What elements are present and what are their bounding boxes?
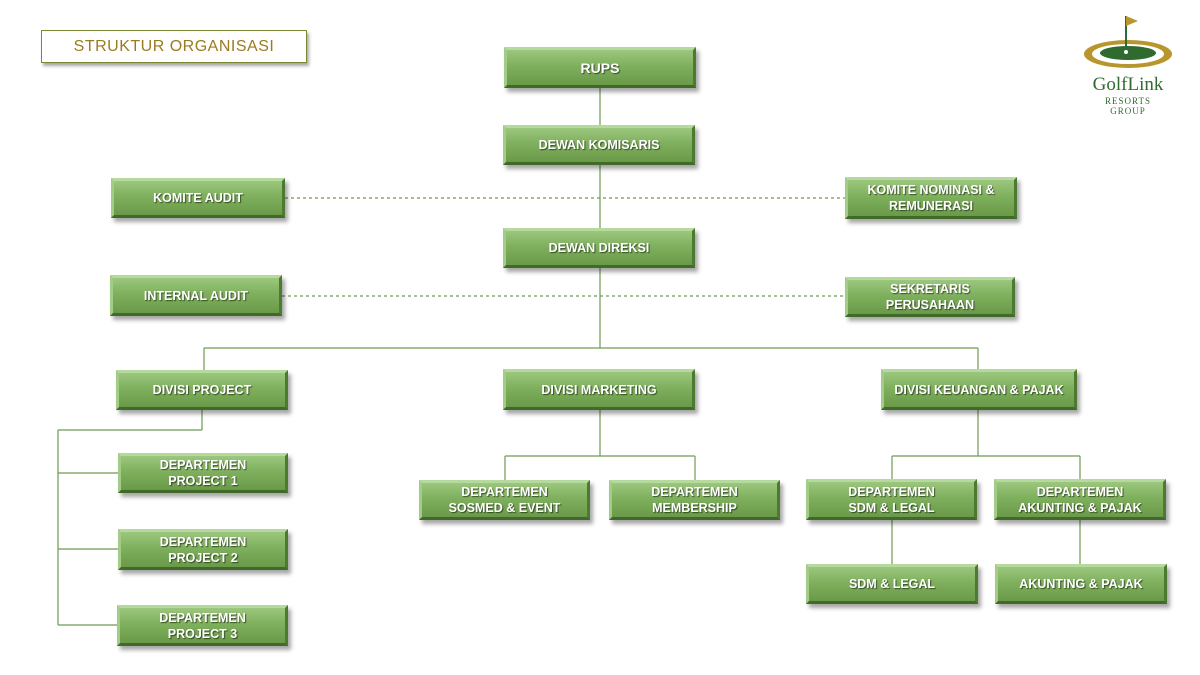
node-dewan-komisaris: DEWAN KOMISARIS [503, 125, 695, 165]
node-label-line1: DEPARTEMEN [651, 485, 738, 499]
node-label-line1: DEPARTEMEN [848, 484, 935, 499]
golflink-logo: GolfLink RESORTS GROUP [1078, 12, 1178, 116]
node-label-line2: PROJECT 2 [168, 550, 238, 565]
node-label-line1: KOMITE NOMINASI & [867, 183, 995, 197]
node-label: AKUNTING & PAJAK [1019, 577, 1143, 591]
node-label: INTERNAL AUDIT [143, 288, 249, 303]
node-label-line2: MEMBERSHIP [652, 501, 737, 515]
node-label-line1: DEPARTEMEN [159, 458, 247, 472]
node-label: SEKRETARIS PERUSAHAAN [885, 282, 975, 312]
node-label: DEWAN DIREKSI [548, 241, 650, 255]
node-sekretaris-perusahaan: SEKRETARIS PERUSAHAAN [845, 277, 1015, 317]
node-komite-audit: KOMITE AUDIT [111, 178, 285, 218]
page-title: STRUKTUR ORGANISASI [41, 30, 307, 63]
node-dewan-direksi: DEWAN DIREKSI [503, 228, 695, 268]
node-sdm-legal: SDM & LEGAL [806, 564, 978, 604]
node-label: DIVISI KEUANGAN & PAJAK [894, 382, 1064, 397]
node-label-line2: PROJECT 1 [168, 474, 238, 488]
node-label-line1: DEPARTEMEN [159, 534, 247, 549]
node-divisi-marketing: DIVISI MARKETING [503, 369, 695, 410]
node-label-line2: PROJECT 3 [167, 626, 238, 641]
node-label-line1: DEPARTEMEN [159, 610, 246, 625]
node-dept-project-1: DEPARTEMEN PROJECT 1 [118, 453, 288, 493]
node-label-line2: REMUNERASI [888, 199, 974, 213]
node-divisi-keuangan: DIVISI KEUANGAN & PAJAK [881, 369, 1077, 410]
node-internal-audit: INTERNAL AUDIT [110, 275, 282, 316]
logo-sub1: RESORTS [1105, 96, 1151, 106]
node-label: RUPS [580, 59, 620, 76]
node-label: DIVISI MARKETING [541, 382, 657, 397]
node-divisi-project: DIVISI PROJECT [116, 370, 288, 410]
node-label: DIVISI PROJECT [152, 383, 252, 397]
node-label: SDM & LEGAL [848, 577, 936, 591]
node-label: KOMITE AUDIT [153, 191, 243, 205]
logo-sub2: GROUP [1110, 106, 1146, 116]
node-label-line2: SOSMED & EVENT [448, 501, 561, 515]
node-label-line2: SDM & LEGAL [848, 500, 935, 515]
node-label-line2: AKUNTING & PAJAK [1018, 500, 1142, 515]
node-label-line1: DEPARTEMEN [1036, 484, 1124, 499]
node-akunting-pajak: AKUNTING & PAJAK [995, 564, 1167, 604]
golf-flag-icon [1084, 16, 1172, 68]
node-komite-nominasi: KOMITE NOMINASI & REMUNERASI [845, 177, 1017, 219]
node-dept-sosmed-event: DEPARTEMEN SOSMED & EVENT [419, 480, 590, 520]
logo-brand: GolfLink [1092, 74, 1164, 95]
node-label: DEWAN KOMISARIS [538, 138, 660, 152]
node-label-line1: DEPARTEMEN [461, 485, 548, 499]
node-dept-membership: DEPARTEMEN MEMBERSHIP [609, 480, 780, 520]
node-rups: RUPS [504, 47, 696, 88]
